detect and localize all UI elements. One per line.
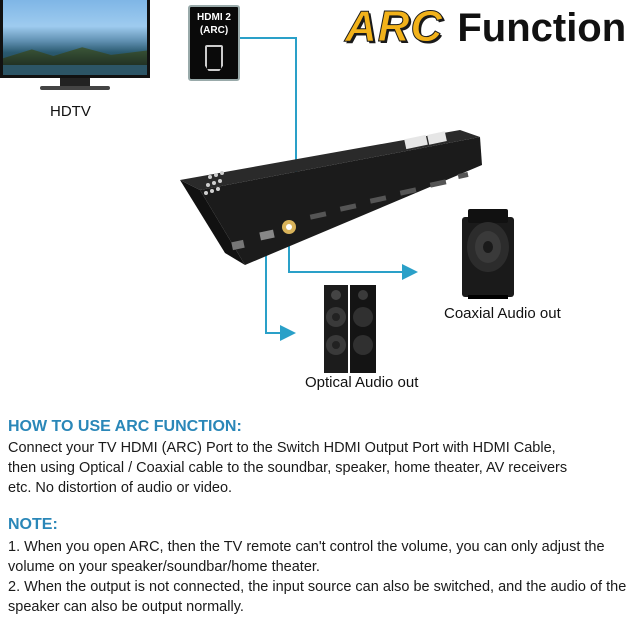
how-to-line-2: then using Optical / Coaxial cable to th… [8,460,568,476]
note-line-1: 1. When you open ARC, then the TV remote… [8,539,605,555]
hdmi-arrow [240,37,304,194]
page-title: ARC Function [344,2,626,52]
hdmi-port-icon [205,45,223,71]
coaxial-audio-label: Coaxial Audio out [444,305,561,322]
optical-speaker-image [324,285,376,373]
tv-stand [60,78,90,88]
coaxial-speaker-image [462,209,514,299]
coaxial-arrow [288,240,418,280]
title-function: Function [457,6,627,50]
how-to-line-1: Connect your TV HDMI (ARC) Port to the S… [8,440,556,456]
how-to-line-3: etc. No distortion of audio or video. [8,480,233,496]
hdmi-arc-callout: HDMI 2 (ARC) [188,5,240,81]
note-heading: NOTE: [8,516,58,533]
note-line-3: 2. When the output is not connected, the… [8,579,627,595]
note-line-4: speaker can also be output normally. [8,599,244,615]
how-to-heading: HOW TO USE ARC FUNCTION: [8,418,242,435]
hdmi-callout-line2: (ARC) [199,25,229,36]
connection-lines [240,37,418,341]
note-line-2: volume on your speaker/soundbar/home the… [8,559,320,575]
hdmi-callout-line1: HDMI 2 [197,12,231,23]
optical-arrow [265,250,296,341]
hdtv-label: HDTV [50,103,91,120]
optical-audio-label: Optical Audio out [305,374,419,391]
hdmi-switch-device [180,130,482,265]
tv-screen [0,0,150,78]
tv-base [40,86,110,90]
title-arc: ARC [344,2,444,52]
